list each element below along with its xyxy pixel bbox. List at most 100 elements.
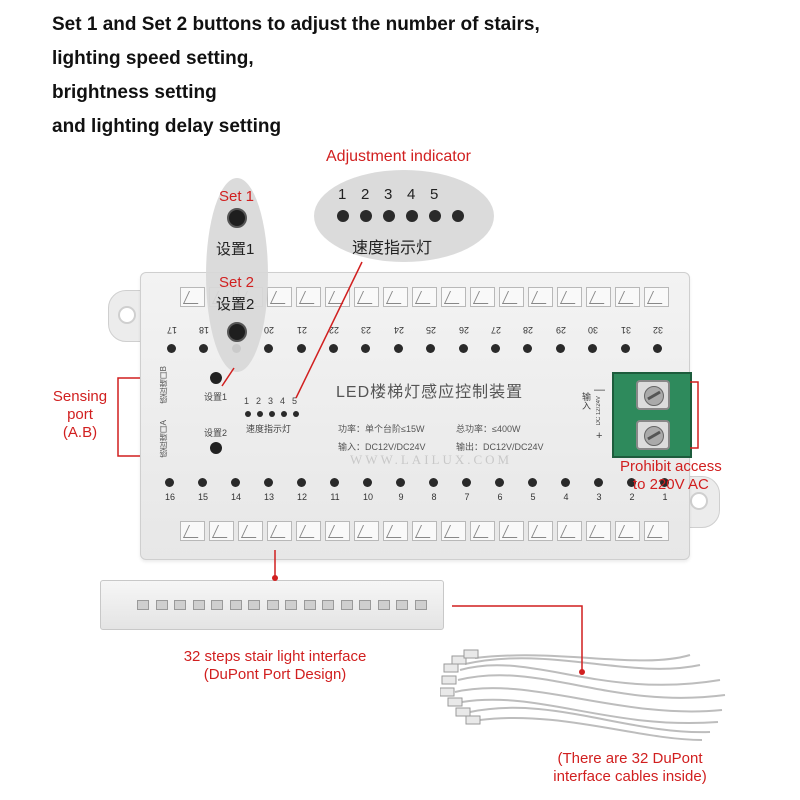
screw-terminal-minus[interactable] [636, 380, 670, 410]
sensing-port-line-1: Sensing [52, 388, 108, 405]
dupont-port [340, 600, 353, 610]
channel-led [429, 478, 438, 487]
channel-number: 16 [164, 492, 175, 502]
dupont-port [266, 600, 279, 610]
interface-caption: 32 steps stair light interface (DuPont P… [150, 648, 400, 684]
channel-number: 2 [629, 492, 635, 502]
dupont-port [396, 600, 408, 610]
prohibit-line-1: Prohibit access [620, 458, 722, 475]
indicator-number: 3 [384, 186, 393, 203]
small-indicator-number: 4 [280, 396, 286, 406]
terminal-slot [267, 521, 292, 541]
channel-led [495, 478, 504, 487]
indicator-led [360, 210, 372, 222]
indicator-led [406, 210, 418, 222]
indicator-led [337, 210, 349, 222]
channel-led [426, 344, 436, 353]
adjustment-indicator-callout: Adjustment indicator [326, 148, 471, 165]
dupont-port [248, 600, 260, 610]
channel-number: 11 [330, 492, 340, 502]
indicator-led [429, 210, 441, 222]
terminal-slot [557, 521, 582, 541]
channel-led [528, 478, 537, 487]
sensing-port-bracket [117, 377, 140, 457]
set-pointer-line [221, 367, 235, 387]
bottom-terminal-row [180, 521, 669, 541]
instruction-line-4: and lighting delay setting [52, 116, 282, 137]
cables-caption: (There are 32 DuPont interface cables in… [530, 750, 730, 786]
cables-pointer-dot [579, 669, 585, 675]
channel-number: 1 [662, 492, 668, 502]
small-indicator-led [281, 411, 287, 417]
small-indicator-led [269, 411, 275, 417]
set1-button-small[interactable] [210, 372, 222, 384]
cables-pointer-line [452, 605, 583, 672]
set2-cn-label: 设置2 [216, 296, 255, 313]
terminal-slot [325, 521, 350, 541]
terminal-slot [470, 287, 495, 307]
channel-led [620, 344, 630, 353]
terminal-slot [296, 521, 321, 541]
power-terminal-block [612, 372, 692, 458]
indicator-cn-label: 速度指示灯 [352, 240, 433, 257]
terminal-slot [644, 287, 669, 307]
dupont-connector-strip [100, 580, 444, 630]
terminal-slot [441, 287, 466, 307]
channel-number: 10 [362, 492, 373, 502]
channel-led [198, 478, 207, 487]
interface-caption-line-1: 32 steps stair light interface [183, 648, 367, 665]
set1-button[interactable] [227, 208, 247, 228]
channel-led [330, 478, 339, 487]
terminal-slot [499, 521, 524, 541]
dupont-port [174, 600, 186, 610]
channel-led [264, 478, 273, 487]
spec-output: 输出：DC12V/DC24V [456, 442, 544, 452]
channel-led [264, 344, 274, 353]
channel-led [231, 478, 240, 487]
strip-pointer-dot [272, 575, 278, 581]
dupont-port [137, 600, 149, 610]
screw-terminal-plus[interactable] [636, 420, 670, 450]
dupont-port [414, 600, 427, 610]
channel-led [594, 478, 603, 487]
channel-led [165, 478, 174, 487]
channel-number: 4 [563, 492, 569, 502]
channel-led [297, 478, 306, 487]
terminal-slot [325, 287, 350, 307]
prohibit-callout: Prohibit access to 220V AC [620, 458, 722, 494]
channel-number: 5 [530, 492, 536, 502]
terminal-slot [209, 521, 234, 541]
indicator-led [452, 210, 464, 222]
dupont-port [211, 600, 223, 610]
input-plus: + [596, 430, 603, 442]
dupont-port [322, 600, 334, 610]
small-indicator-number: 1 [244, 396, 250, 406]
channel-led [199, 344, 209, 353]
small-indicator-number: 2 [256, 396, 262, 406]
terminal-slot [383, 287, 408, 307]
channel-led [653, 344, 662, 353]
spec-total-power: 总功率：≤400W [456, 424, 521, 434]
sensing-port-callout: Sensing port (A.B) [40, 388, 120, 442]
terminal-slot [528, 287, 553, 307]
channel-number: 9 [398, 492, 404, 502]
set1-cn-label: 设置1 [216, 241, 255, 258]
interface-caption-line-2: (DuPont Port Design) [203, 666, 347, 683]
channel-led [561, 478, 570, 487]
set2-button-small[interactable] [210, 442, 222, 454]
channel-number: 15 [197, 492, 208, 502]
channel-led [329, 344, 338, 353]
terminal-slot [557, 287, 582, 307]
channel-number: 6 [497, 492, 503, 502]
channel-number: 3 [596, 492, 602, 502]
prohibit-line-2: to 220V AC [632, 476, 709, 493]
terminal-slot [180, 521, 205, 541]
channel-led [396, 478, 405, 487]
channel-number: 7 [464, 492, 470, 502]
terminal-slot [267, 287, 292, 307]
set2-button[interactable] [227, 322, 247, 342]
terminal-slot [528, 521, 553, 541]
channel-led [491, 344, 500, 353]
channel-led [627, 478, 636, 487]
channel-led [363, 478, 372, 487]
